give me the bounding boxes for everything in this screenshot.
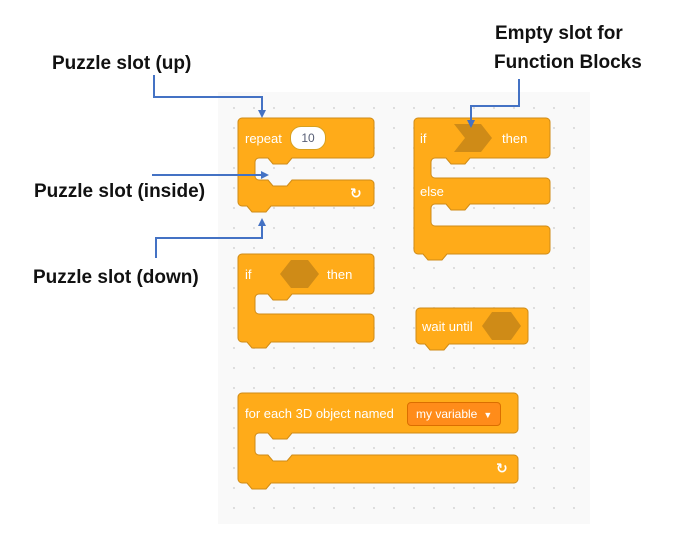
arrow-slot-down [155, 218, 266, 258]
condition-slot-hex[interactable] [482, 312, 521, 340]
variable-dropdown[interactable]: my variable ▼ [407, 402, 502, 426]
arrow-empty-slot [467, 79, 520, 128]
loop-arrow-icon: ↻ [496, 460, 508, 476]
arrow-slot-up [153, 75, 266, 118]
if-else-else-label: else [420, 184, 444, 199]
if-else-then-label: then [502, 131, 528, 146]
caret-down-icon: ▼ [483, 410, 493, 420]
variable-dropdown-value: my variable [416, 407, 478, 421]
if-else-block[interactable] [413, 117, 551, 261]
repeat-block[interactable] [237, 117, 375, 213]
repeat-count-input[interactable]: 10 [290, 126, 326, 150]
if-then-block[interactable] [237, 253, 375, 349]
label-empty-slot-line1: Empty slot for [495, 23, 623, 44]
if-else-if-label: if [420, 131, 427, 146]
wait-until-block[interactable] [415, 307, 529, 351]
loop-arrow-icon: ↻ [350, 185, 362, 201]
repeat-label: repeat [245, 131, 282, 146]
wait-until-label: wait until [422, 319, 473, 334]
condition-slot-hex[interactable] [280, 260, 319, 288]
if-then-then-label: then [327, 267, 353, 282]
if-then-if-label: if [245, 267, 252, 282]
for-each-label: for each 3D object named [245, 406, 394, 421]
condition-slot-hex[interactable] [454, 124, 492, 152]
label-puzzle-slot-inside: Puzzle slot (inside) [34, 181, 206, 202]
label-puzzle-slot-up: Puzzle slot (up) [52, 53, 192, 74]
label-puzzle-slot-down: Puzzle slot (down) [33, 267, 199, 288]
label-empty-slot-line2: Function Blocks [494, 52, 642, 73]
